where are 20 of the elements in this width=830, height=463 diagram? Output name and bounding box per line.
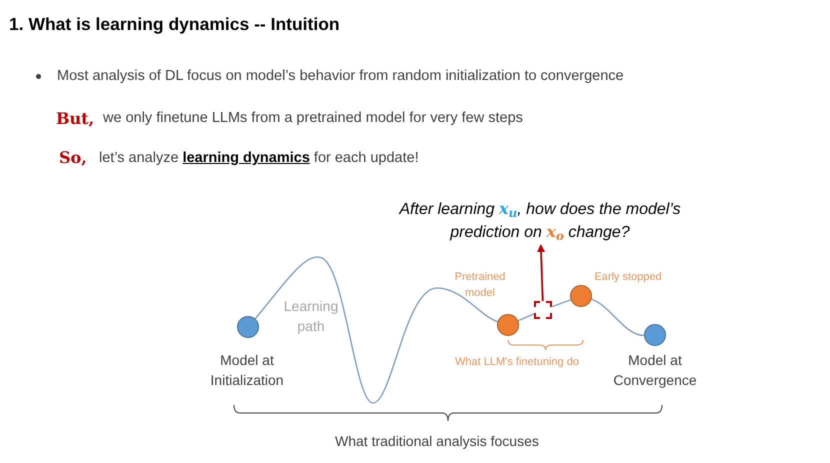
annotation-text: What traditional analysis focuses	[335, 432, 539, 451]
learning-curve	[552, 299, 571, 308]
question-text: After learning x$_{u}$, how does the model’s prediction on x$_{o}$ change?	[385, 198, 695, 246]
dashed-square	[534, 301, 552, 319]
learning-curve	[518, 313, 534, 322]
learning-curve	[254, 256, 498, 404]
bullet-text: Most analysis of DL focus on model’s behavior from random initialization to convergence	[57, 67, 624, 86]
annotation-text: Learning path	[282, 297, 340, 336]
node-caption: Model at Initialization	[209, 351, 285, 390]
emphasis-word: So,	[59, 147, 87, 169]
node-caption: Pretrained model	[454, 270, 506, 301]
node-caption: Model at Convergence	[612, 351, 698, 390]
node-caption: Early stopped	[593, 270, 663, 285]
learning-curve	[591, 298, 644, 336]
arrow	[537, 244, 546, 302]
bullet-text: we only finetune LLMs from a pretrained model for very few steps	[103, 109, 523, 128]
slide-title: 1. What is learning dynamics -- Intuition	[9, 13, 340, 36]
emphasis-word: But,	[56, 108, 94, 130]
annotation-text: What LLM’s finetuning do	[455, 355, 579, 370]
bullet-text: let’s analyze learning dynamics for each update!	[99, 149, 419, 168]
